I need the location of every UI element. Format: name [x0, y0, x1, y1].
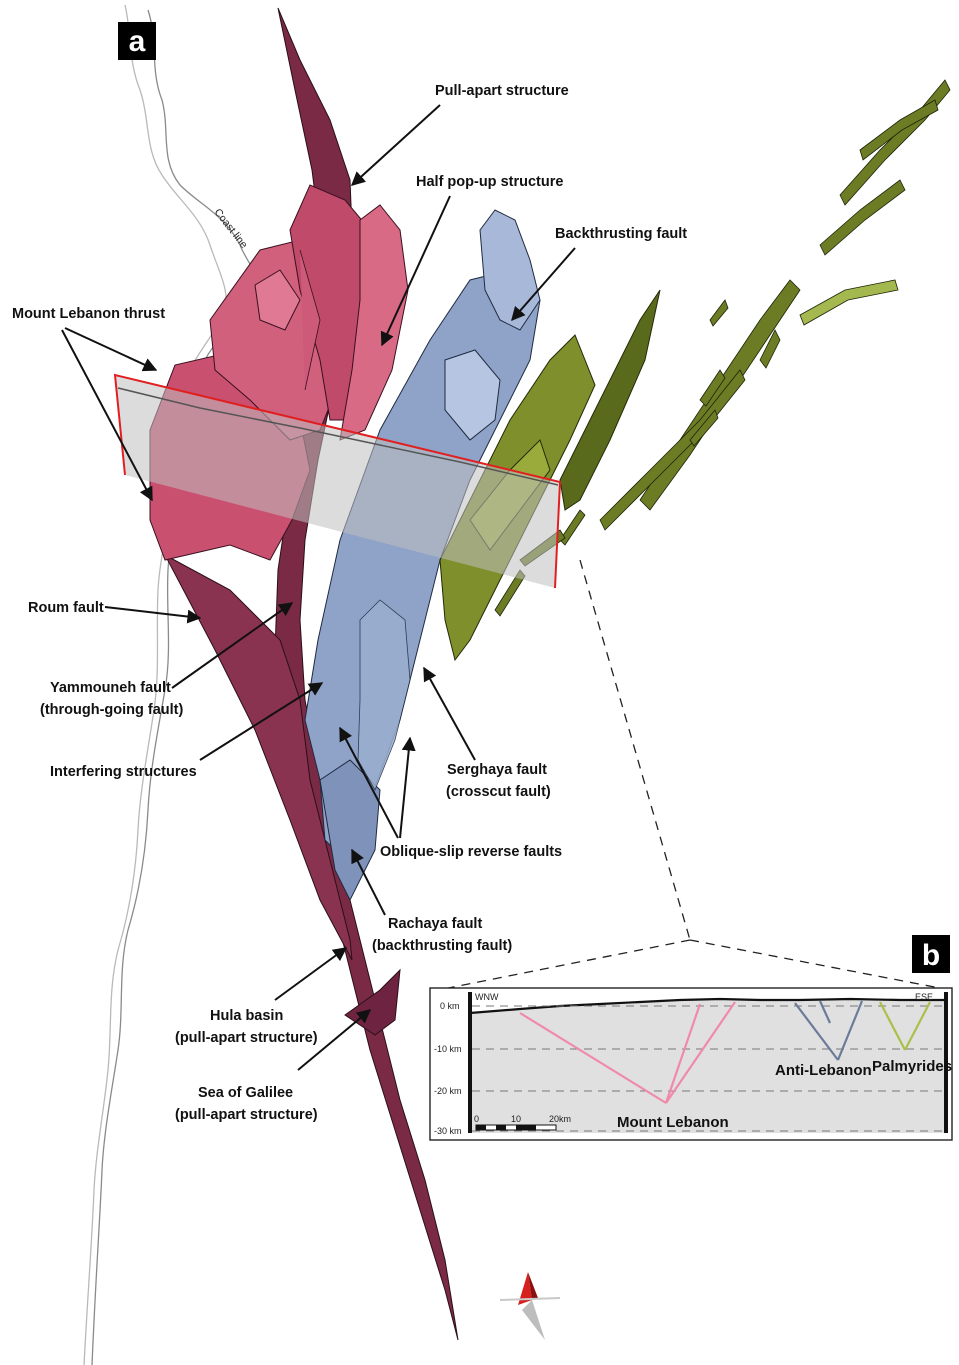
label-pull-apart: Pull-apart structure	[435, 83, 569, 99]
label-mount-lebanon-thrust: Mount Lebanon thrust	[12, 306, 165, 322]
range-anti-lebanon: Anti-Lebanon	[775, 1062, 872, 1079]
label-serghaya-2: (crosscut fault)	[446, 784, 551, 800]
arrow-serghaya	[424, 668, 475, 760]
inset-dir-left: WNW	[475, 992, 499, 1002]
label-half-popup: Half pop-up structure	[416, 174, 563, 190]
label-hula-2: (pull-apart structure)	[175, 1030, 318, 1046]
label-hula-1: Hula basin	[210, 1008, 283, 1024]
label-galilee-1: Sea of Galilee	[198, 1085, 293, 1101]
inset-dir-right: ESE	[915, 992, 933, 1002]
label-backthrusting: Backthrusting fault	[555, 226, 687, 242]
coast-line-label: Coast line	[212, 206, 250, 250]
depth-label-30: -30 km	[434, 1126, 462, 1136]
label-roum-fault: Roum fault	[28, 600, 104, 616]
scale-tick-0: 0	[474, 1114, 479, 1124]
label-interfering: Interfering structures	[50, 764, 197, 780]
arrow-mlt-1	[65, 328, 156, 370]
range-palmyrides: Palmyrides	[872, 1058, 952, 1075]
arrow-roum	[105, 607, 200, 618]
panel-b-cross-section: WNW ESE 0 km -10 km -20 km -30 km 0 10 2…	[430, 935, 952, 1140]
label-yammouneh-2: (through-going fault)	[40, 702, 184, 718]
panel-b-letter: b	[922, 939, 940, 972]
arrow-oblique-2	[400, 738, 410, 838]
depth-label-10: -10 km	[434, 1044, 462, 1054]
label-serghaya-1: Serghaya fault	[447, 762, 547, 778]
scale-bar	[476, 1125, 556, 1130]
label-galilee-2: (pull-apart structure)	[175, 1107, 318, 1123]
scale-tick-20: 20km	[549, 1114, 571, 1124]
panel-a: Coast line a Pull-apart structure Half p…	[12, 5, 950, 1365]
panel-a-letter: a	[129, 25, 146, 58]
arrow-pull-apart	[352, 105, 440, 185]
projection-dash-3	[690, 940, 950, 990]
arrow-hula	[275, 948, 346, 1000]
projection-dash-1	[580, 560, 690, 940]
label-yammouneh-1: Yammouneh fault	[50, 680, 171, 696]
compass-icon	[500, 1272, 560, 1340]
label-rachaya-2: (backthrusting fault)	[372, 938, 512, 954]
label-oblique-slip: Oblique-slip reverse faults	[380, 844, 562, 860]
depth-label-20: -20 km	[434, 1086, 462, 1096]
label-rachaya-1: Rachaya fault	[388, 916, 482, 932]
range-mount-lebanon: Mount Lebanon	[617, 1114, 729, 1131]
inset-left-axis	[468, 992, 472, 1133]
scale-tick-10: 10	[511, 1114, 521, 1124]
depth-label-0: 0 km	[440, 1001, 460, 1011]
